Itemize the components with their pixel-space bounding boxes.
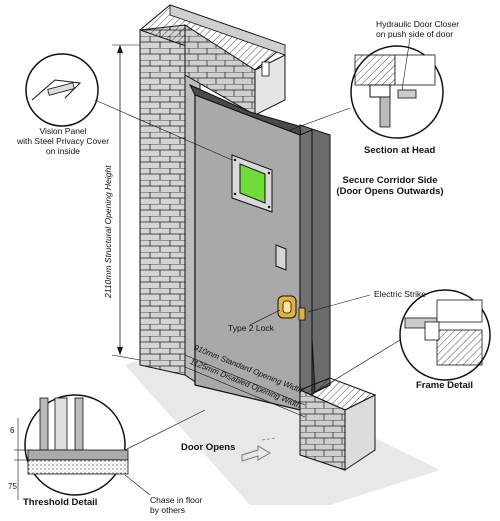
frame-detail-circle bbox=[309, 289, 491, 396]
type2-lock bbox=[277, 295, 306, 321]
dim-75-label: 75 bbox=[8, 482, 17, 491]
type2-lock-label: Type 2 Lock bbox=[228, 323, 274, 333]
chase-line1: Chase in floor bbox=[150, 495, 203, 505]
structural-height-label: 2110mm Structural Opening Height bbox=[103, 165, 113, 298]
hydraulic-closer-line2: on push side of door bbox=[376, 28, 454, 39]
threshold-detail-title: Threshold Detail bbox=[23, 497, 98, 508]
vision-panel-line1: Vision Panel bbox=[39, 126, 87, 136]
vision-panel-detail-circle bbox=[25, 53, 233, 161]
electric-strike-label: Electric Strike bbox=[374, 289, 426, 299]
chase-label: Chase in floor by others bbox=[150, 495, 203, 516]
frame-detail-title: Frame Detail bbox=[416, 380, 474, 391]
lintel-block bbox=[139, 4, 286, 116]
dim-6-label: 6 bbox=[10, 426, 15, 435]
threshold-detail-circle bbox=[14, 394, 206, 500]
vision-panel bbox=[231, 154, 273, 213]
width-dimensions bbox=[184, 354, 306, 418]
vision-panel-label: Vision Panel with Steel Privacy Cover on… bbox=[8, 126, 118, 156]
section-at-head-title: Section at Head bbox=[364, 145, 436, 156]
secure-corridor-line2: (Door Opens Outwards) bbox=[336, 185, 444, 197]
vision-panel-line2: with Steel Privacy Cover bbox=[16, 135, 110, 146]
height-dimension bbox=[111, 44, 141, 361]
door-leaf bbox=[194, 94, 313, 411]
door-plate bbox=[275, 244, 287, 271]
vision-panel-line3: on inside bbox=[45, 145, 81, 156]
chase-line2: by others bbox=[150, 504, 185, 515]
section-head-detail-circle bbox=[289, 37, 444, 139]
door-opens-arrow bbox=[241, 437, 276, 462]
leader-lines bbox=[249, 294, 371, 326]
secure-corridor-label: Secure Corridor Side (Door Opens Outward… bbox=[330, 175, 450, 198]
right-brick-wall bbox=[298, 377, 377, 471]
hydraulic-closer-line1: Hydraulic Door Closer bbox=[376, 19, 460, 29]
door-opens-label: Door Opens bbox=[181, 442, 236, 453]
secure-corridor-line1: Secure Corridor Side bbox=[342, 175, 438, 186]
hydraulic-closer-label: Hydraulic Door Closer on push side of do… bbox=[376, 19, 460, 40]
